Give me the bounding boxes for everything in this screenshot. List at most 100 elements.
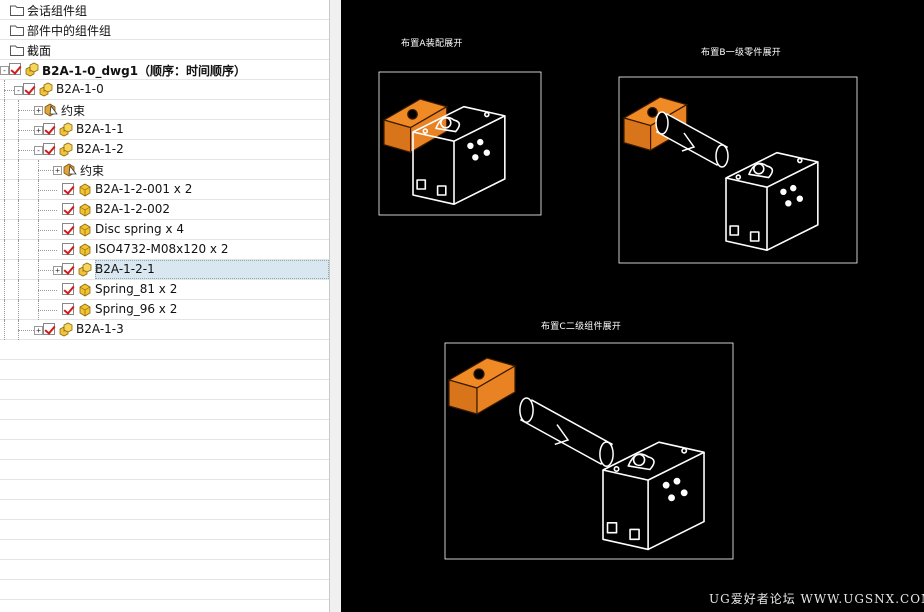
tree-row-label: B2A-1-3: [76, 322, 124, 336]
assembly-navigator: 会话组件组部件中的组件组截面 - B2A-1-0_dwg1（顺序：时间顺序） - B2A…: [0, 0, 329, 612]
part-icon: [77, 302, 93, 318]
folder-icon: [9, 2, 25, 18]
assembly-icon: [58, 322, 74, 338]
assembly-icon: [77, 262, 93, 278]
view-frame-c: [444, 342, 734, 560]
expand-toggle-icon[interactable]: +: [34, 126, 43, 135]
tree-row-label: B2A-1-0_dwg1（顺序：时间顺序）: [42, 64, 247, 78]
tree-row-label: 截面: [27, 44, 52, 58]
expand-toggle-icon[interactable]: -: [0, 66, 9, 75]
tree-empty-row: [0, 460, 329, 480]
expand-toggle-icon[interactable]: +: [34, 106, 43, 115]
visibility-checkbox[interactable]: [43, 323, 55, 335]
folder-icon: [9, 42, 25, 58]
tree-row-label: Spring_96 x 2: [95, 302, 178, 316]
visibility-checkbox[interactable]: [23, 83, 35, 95]
tree-empty-row: [0, 540, 329, 560]
tree-row-label: 约束: [61, 104, 86, 118]
visibility-checkbox[interactable]: [62, 203, 74, 215]
view-frame-a: [378, 71, 542, 216]
tree-empty-row: [0, 400, 329, 420]
tree-empty-row: [0, 360, 329, 380]
tree-row[interactable]: B2A-1-2-002: [0, 200, 329, 220]
tree-empty-row: [0, 480, 329, 500]
tree-row[interactable]: Disc spring x 4: [0, 220, 329, 240]
selection-highlight: [95, 260, 329, 279]
visibility-checkbox[interactable]: [43, 123, 55, 135]
view-b-model: [622, 96, 819, 251]
tree-empty-row: [0, 560, 329, 580]
view-caption-c: 布置C二级组件展开: [541, 322, 622, 332]
drawing-canvas[interactable]: 布置A装配展开 布置B一级零件展开 布置C二级组件展开: [341, 0, 924, 612]
tree-row[interactable]: - B2A-1-0: [0, 80, 329, 100]
tree-row-label: 约束: [80, 164, 105, 178]
assembly-icon: [38, 82, 54, 98]
tree-row[interactable]: 截面: [0, 40, 329, 60]
tree-row-label: ISO4732-M08x120 x 2: [95, 242, 229, 256]
tree-row[interactable]: - B2A-1-0_dwg1（顺序：时间顺序）: [0, 60, 329, 80]
view-frame-b: [618, 76, 858, 264]
tree-row[interactable]: + B2A-1-3: [0, 320, 329, 340]
tree-empty-row: [0, 440, 329, 460]
tree-row[interactable]: Spring_96 x 2: [0, 300, 329, 320]
part-icon: [77, 202, 93, 218]
constraint-icon: [62, 162, 78, 178]
tree-row-label: B2A-1-2-001 x 2: [95, 182, 193, 196]
tree-empty-row: [0, 380, 329, 400]
drawing-views: [378, 71, 858, 560]
tree-row[interactable]: ISO4732-M08x120 x 2: [0, 240, 329, 260]
view-a-model: [382, 98, 506, 205]
expand-toggle-icon[interactable]: +: [34, 326, 43, 335]
constraint-icon: [43, 102, 59, 118]
visibility-checkbox[interactable]: [9, 63, 21, 75]
tree-row-label: B2A-1-0: [56, 82, 104, 96]
visibility-checkbox[interactable]: [62, 183, 74, 195]
tree-empty-row: [0, 580, 329, 600]
tree-row[interactable]: + B2A-1-2-1: [0, 260, 329, 280]
tree-row-label: Disc spring x 4: [95, 222, 184, 236]
tree-row-label: B2A-1-2-002: [95, 202, 170, 216]
view-caption-a: 布置A装配展开: [401, 39, 463, 49]
part-icon: [77, 222, 93, 238]
assembly-icon: [24, 62, 40, 78]
tree-empty-row: [0, 600, 329, 612]
tree-row[interactable]: 部件中的组件组: [0, 20, 329, 40]
view-c-model: [447, 357, 705, 551]
expand-toggle-icon[interactable]: +: [53, 266, 62, 275]
tree-row[interactable]: + 约束: [0, 160, 329, 180]
tree-empty-row: [0, 340, 329, 360]
tree-row[interactable]: + B2A-1-1: [0, 120, 329, 140]
visibility-checkbox[interactable]: [43, 143, 55, 155]
visibility-checkbox[interactable]: [62, 283, 74, 295]
tree-empty-row: [0, 500, 329, 520]
view-caption-b: 布置B一级零件展开: [701, 48, 781, 58]
tree-row-label: 部件中的组件组: [27, 24, 112, 38]
expand-toggle-icon[interactable]: -: [14, 86, 23, 95]
visibility-checkbox[interactable]: [62, 243, 74, 255]
visibility-checkbox[interactable]: [62, 303, 74, 315]
assembly-icon: [58, 122, 74, 138]
expand-toggle-icon[interactable]: +: [53, 166, 62, 175]
folder-icon: [9, 22, 25, 38]
visibility-checkbox[interactable]: [62, 223, 74, 235]
tree-row[interactable]: + 约束: [0, 100, 329, 120]
part-icon: [77, 282, 93, 298]
tree-row-label: B2A-1-1: [76, 122, 124, 136]
panel-splitter[interactable]: [329, 0, 341, 612]
tree-row-label: B2A-1-2-1: [95, 262, 155, 276]
tree-row-label: Spring_81 x 2: [95, 282, 178, 296]
part-icon: [77, 242, 93, 258]
tree-empty-row: [0, 420, 329, 440]
visibility-checkbox[interactable]: [62, 263, 74, 275]
tree-row[interactable]: Spring_81 x 2: [0, 280, 329, 300]
tree-row[interactable]: B2A-1-2-001 x 2: [0, 180, 329, 200]
tree-row[interactable]: - B2A-1-2: [0, 140, 329, 160]
tree-row[interactable]: 会话组件组: [0, 0, 329, 20]
tree-row-label: 会话组件组: [27, 4, 88, 18]
expand-toggle-icon[interactable]: -: [34, 146, 43, 155]
tree-empty-row: [0, 520, 329, 540]
tree-row-label: B2A-1-2: [76, 142, 124, 156]
assembly-icon: [58, 142, 74, 158]
watermark-text: UG爱好者论坛 WWW.UGSNX.COM: [709, 592, 924, 606]
part-icon: [77, 182, 93, 198]
